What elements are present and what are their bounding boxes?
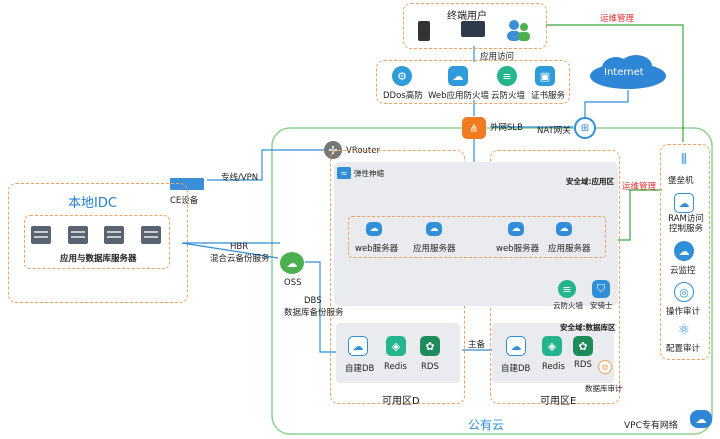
rds-icon-d: ✿ bbox=[420, 336, 440, 356]
vpc-cloud-icon: ☁ bbox=[690, 410, 712, 428]
ops-top-line bbox=[546, 24, 684, 142]
web-servers-box bbox=[348, 216, 606, 258]
waf-label: Web应用防火墙 bbox=[428, 91, 490, 101]
laptop-icon bbox=[461, 21, 485, 37]
dbs-line1: DBS bbox=[304, 296, 322, 306]
self-db-label-d: 自建DB bbox=[345, 364, 375, 374]
dedicated-line bbox=[207, 149, 324, 181]
security-guard-label: 安骑士 bbox=[590, 301, 613, 310]
users-icon bbox=[505, 18, 531, 42]
app-server-label-2: 应用服务器 bbox=[548, 244, 591, 254]
certificate-icon: ▣ bbox=[535, 66, 555, 86]
master-backup-label: 主备 bbox=[468, 340, 486, 350]
db-audit-icon: ⚙ bbox=[598, 360, 612, 374]
hbr-line1: HBR bbox=[230, 242, 249, 252]
ram-icon: ☁ bbox=[674, 193, 694, 213]
redis-label-d: Redis bbox=[384, 362, 407, 372]
cloud-monitor-icon: ☁ bbox=[674, 241, 694, 261]
zone-e-label: 可用区E bbox=[540, 396, 577, 407]
slb-icon: ⋔ bbox=[462, 117, 486, 139]
vrouter-label: VRouter bbox=[346, 146, 380, 156]
vpc-label: VPC专有网络 bbox=[624, 421, 678, 431]
oss-icon: ☁ bbox=[280, 252, 304, 274]
cloud-firewall-label: 云防火墙 bbox=[553, 301, 583, 310]
ops-side-line bbox=[612, 189, 662, 241]
nat-gateway-icon: ⊞ bbox=[574, 117, 596, 139]
firewall-icon: ≡ bbox=[497, 66, 517, 86]
gear-shield-icon: ⚙ bbox=[392, 66, 412, 86]
local-idc-box bbox=[8, 183, 188, 303]
cloud-waf-icon: ☁ bbox=[448, 66, 468, 86]
web-server-icon-2: ☁ bbox=[508, 222, 524, 236]
security-services-box bbox=[376, 60, 570, 104]
operation-audit-icon: ◎ bbox=[674, 282, 694, 302]
bastion-icon: ⫴ bbox=[681, 152, 687, 168]
idc-servers-label: 应用与数据库服务器 bbox=[60, 254, 137, 264]
tablet-icon bbox=[418, 21, 430, 41]
db-zone-label: 安全域:数据库区 bbox=[560, 323, 616, 332]
redis-label-e: Redis bbox=[542, 362, 565, 372]
oss-label: OSS bbox=[284, 278, 302, 288]
db-audit-label: 数据库审计 bbox=[585, 384, 623, 393]
web-server-label-1: web服务器 bbox=[355, 244, 399, 254]
bastion-label: 堡垒机 bbox=[668, 176, 694, 186]
nat-internet-line bbox=[584, 90, 629, 118]
self-db-icon-d: ☁ bbox=[348, 336, 368, 356]
local-idc-title: 本地IDC bbox=[68, 196, 117, 211]
ce-device-label: CE设备 bbox=[170, 196, 199, 206]
nat-label: NAT网关 bbox=[537, 126, 571, 136]
app-zone-label: 安全域:应用区 bbox=[566, 177, 614, 186]
app-server-icon-2: ☁ bbox=[556, 222, 572, 236]
web-server-label-2: web服务器 bbox=[496, 244, 540, 254]
app-server-icon-1: ☁ bbox=[426, 222, 442, 236]
shield-icon: ⛉ bbox=[592, 280, 610, 298]
redis-icon-d: ◈ bbox=[386, 336, 406, 356]
elastic-scaling-icon: ≈ bbox=[337, 167, 351, 179]
self-db-icon-e: ☁ bbox=[506, 336, 526, 356]
public-cloud-boundary bbox=[271, 127, 713, 435]
web-server-icon-1: ☁ bbox=[366, 222, 382, 236]
rds-label-d: RDS bbox=[421, 362, 439, 372]
internet-cloud-icon bbox=[588, 54, 668, 90]
idc-server-icon-2 bbox=[68, 226, 88, 244]
slb-label: 外网SLB bbox=[490, 123, 523, 133]
cert-label: 证书服务 bbox=[531, 91, 566, 101]
hbr-line2: 混合云备份服务 bbox=[210, 254, 270, 264]
operation-audit-label: 操作审计 bbox=[666, 307, 701, 317]
redis-icon-e: ◈ bbox=[542, 336, 562, 356]
cloud-firewall-icon: ≡ bbox=[558, 280, 576, 298]
app-server-label-1: 应用服务器 bbox=[413, 244, 456, 254]
config-audit-label: 配置审计 bbox=[666, 344, 701, 354]
public-cloud-label: 公有云 bbox=[468, 418, 505, 432]
cloud-fw-label: 云防火墙 bbox=[491, 91, 526, 101]
zone-d-label: 可用区D bbox=[382, 396, 420, 407]
cloud-monitor-label: 云监控 bbox=[670, 266, 696, 276]
idc-server-icon-4 bbox=[141, 226, 161, 244]
end-users-box bbox=[403, 3, 547, 49]
dbs-line2: 数据库备份服务 bbox=[284, 308, 344, 318]
dedicated-line-label: 专线/VPN bbox=[221, 173, 259, 183]
end-users-title: 终端用户 bbox=[447, 11, 487, 22]
internet-label: Internet bbox=[604, 67, 644, 78]
ops-tools-box bbox=[660, 144, 710, 360]
rds-label-e: RDS bbox=[574, 360, 592, 370]
config-audit-icon: ⚛ bbox=[677, 322, 691, 338]
elastic-scaling-label: 弹性伸缩 bbox=[354, 169, 384, 178]
ddos-label: DDos高防 bbox=[383, 91, 423, 101]
ram-label: RAM访问控制服务 bbox=[668, 214, 704, 234]
rds-icon-e: ✿ bbox=[573, 336, 593, 356]
ce-device-icon bbox=[170, 178, 204, 190]
self-db-label-e: 自建DB bbox=[501, 364, 531, 374]
idc-server-icon-3 bbox=[104, 226, 124, 244]
ops-mgmt-side-label: 运维管理 bbox=[622, 182, 657, 192]
idc-server-icon-1 bbox=[31, 226, 51, 244]
ops-mgmt-top-label: 运维管理 bbox=[600, 14, 635, 24]
dbs-line bbox=[305, 261, 345, 353]
app-access-label: 应用访问 bbox=[480, 52, 515, 62]
idc-servers-box bbox=[24, 215, 170, 269]
